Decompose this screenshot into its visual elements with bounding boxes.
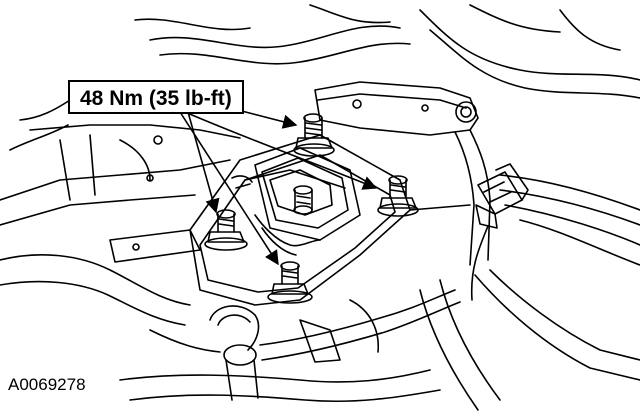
lower-frame (119, 299, 441, 403)
upper-right-bracket (314, 81, 491, 266)
leader-arrow-left-bolt (187, 111, 220, 214)
center-stud (293, 185, 313, 215)
mount-bolt-left (204, 209, 248, 251)
electrical-connector (470, 163, 529, 301)
torque-spec-callout: 48 Nm (35 lb-ft) (68, 80, 244, 114)
mount-bracket (189, 134, 411, 306)
mount-bolt-upper (293, 113, 335, 157)
wiring-harness (419, 174, 640, 411)
leader-arrow-lower-bolt (179, 111, 279, 266)
mount-bolt-lower (267, 261, 313, 304)
rubber-isolator (231, 147, 361, 256)
leader-arrow-right-bolt (184, 111, 378, 190)
figure-id-label: A0069278 (8, 375, 86, 394)
upper-chassis-background (9, 4, 640, 151)
lower-clamp (149, 289, 461, 401)
mount-bolt-right (377, 175, 419, 217)
left-crossmember (0, 124, 241, 326)
